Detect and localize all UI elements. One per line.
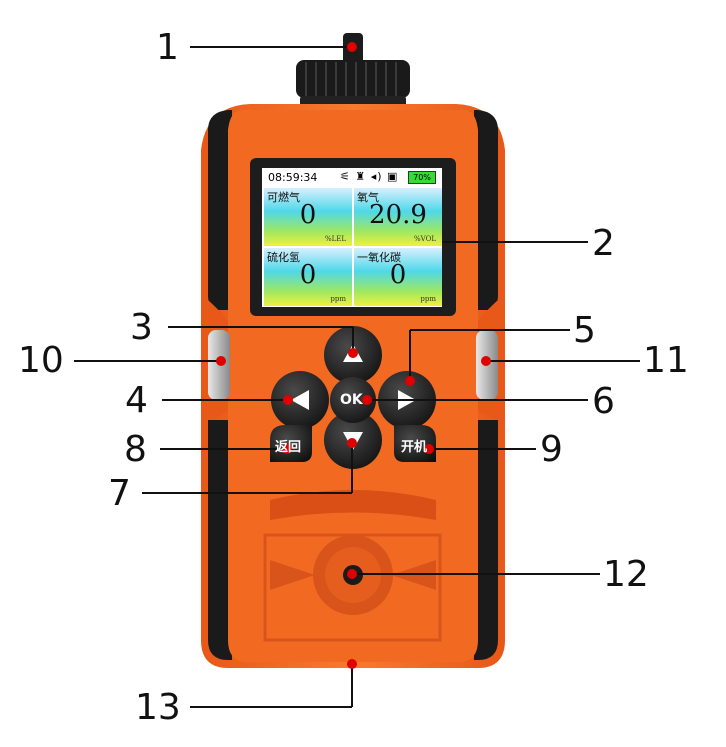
callout-8: 8: [124, 429, 147, 470]
leader-lines: [74, 46, 640, 708]
status-icons: ⚟ ♜ ◂) ▣: [340, 170, 399, 183]
gas-unit: %LEL: [324, 235, 346, 243]
callout-11: 11: [643, 340, 689, 381]
gas-unit: ppm: [330, 295, 346, 303]
callout-2: 2: [592, 223, 615, 264]
callout-4: 4: [125, 380, 148, 421]
callout-markers: [216, 42, 491, 669]
left-arrow-icon: [291, 390, 309, 410]
gas-name: 硫化氢: [267, 251, 300, 264]
gas-unit: %VOL: [414, 235, 436, 243]
power-label: 开机: [401, 440, 428, 455]
callout-10: 10: [18, 340, 64, 381]
gas-name: 氧气: [357, 191, 379, 204]
gas-cell-co: 一氧化碳 0 ppm: [354, 248, 442, 306]
back-button[interactable]: [270, 425, 312, 462]
callout-6: 6: [592, 381, 615, 422]
callout-3: 3: [130, 307, 153, 348]
gas-value: 0: [299, 260, 317, 290]
ok-label: OK: [340, 392, 363, 408]
gas-unit: ppm: [420, 295, 436, 303]
back-label: 返回: [275, 440, 302, 455]
status-bar: 08:59:34 ⚟ ♜ ◂) ▣ 70%: [262, 168, 442, 186]
callout-1: 1: [156, 27, 179, 68]
callout-5: 5: [573, 310, 596, 351]
gas-cell-oxygen: 氧气 20.9 %VOL: [354, 188, 442, 246]
callout-7: 7: [108, 473, 131, 514]
pump-inlet: [296, 33, 410, 110]
gas-value: 20.9: [369, 200, 427, 230]
gas-name: 一氧化碳: [357, 251, 401, 264]
power-button[interactable]: [394, 425, 436, 462]
gas-value: 0: [299, 200, 317, 230]
gas-value: 0: [389, 260, 407, 290]
callout-12: 12: [603, 554, 649, 595]
ok-button[interactable]: [330, 377, 376, 423]
gas-cell-h2s: 硫化氢 0 ppm: [264, 248, 352, 306]
left-button[interactable]: [271, 371, 329, 429]
clock-time: 08:59:34: [268, 171, 318, 184]
gas-cell-combustible: 可燃气 0 %LEL: [264, 188, 352, 246]
lcd-screen: 08:59:34 ⚟ ♜ ◂) ▣ 70% 可燃气 0 %LEL 氧气 20.9…: [262, 168, 442, 307]
callout-9: 9: [540, 429, 563, 470]
gas-name: 可燃气: [267, 191, 300, 204]
callout-13: 13: [135, 687, 181, 728]
battery-icon: 70%: [408, 171, 436, 184]
